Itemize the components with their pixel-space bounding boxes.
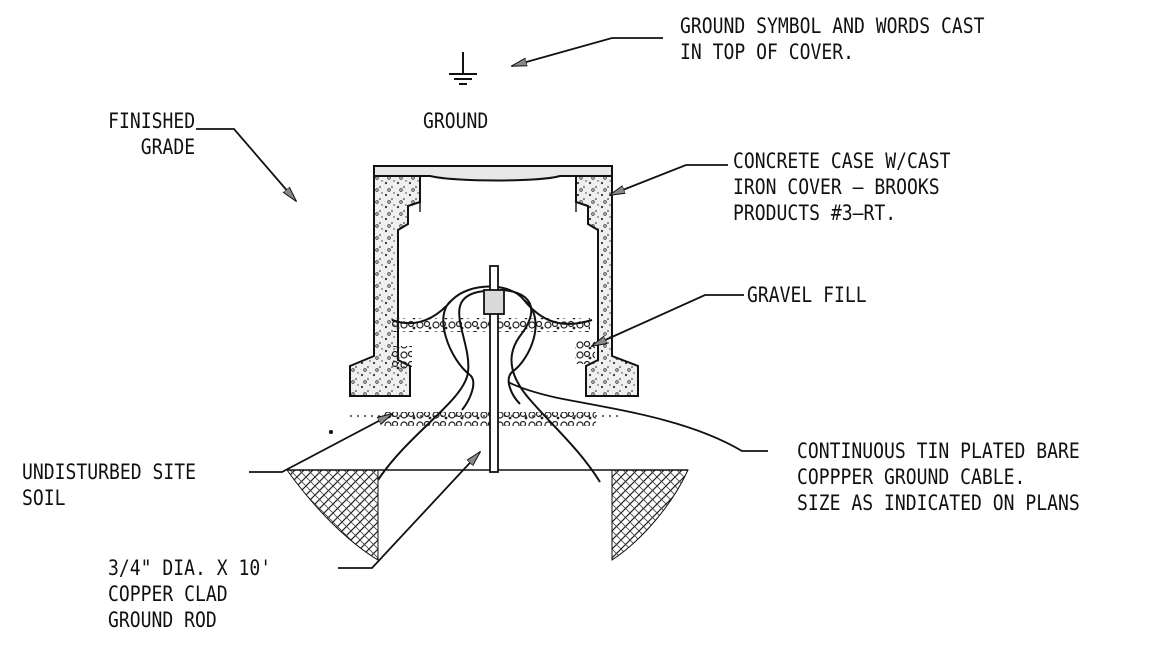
label-finished-grade-line2: GRADE xyxy=(140,135,195,159)
label-ground-rod-line1: 3/4" DIA. X 10' xyxy=(108,556,272,580)
label-finished-grade-line1: FINISHED xyxy=(108,109,195,133)
label-concrete-case-line3: PRODUCTS #3–RT. xyxy=(733,201,897,225)
leader-concrete-case xyxy=(610,164,728,195)
leader-lines xyxy=(196,37,768,569)
label-ground-symbol-line1: GROUND SYMBOL AND WORDS CAST xyxy=(680,14,985,38)
label-copper-cable-line3: SIZE AS INDICATED ON PLANS xyxy=(797,491,1080,515)
label-copper-cable-line2: COPPPER GROUND CABLE. xyxy=(797,465,1026,489)
soil-dot xyxy=(329,430,333,434)
leader-undisturbed-soil xyxy=(249,414,392,473)
leader-ground-symbol xyxy=(512,37,663,67)
label-ground-rod-line3: GROUND ROD xyxy=(108,608,217,632)
leader-ground-rod xyxy=(338,452,480,569)
label-undisturbed-soil-line2: SOIL xyxy=(22,486,66,510)
label-ground-rod-line2: COPPER CLAD xyxy=(108,582,228,606)
label-ground-symbol: GROUND SYMBOL AND WORDS CAST IN TOP OF C… xyxy=(680,13,984,65)
label-copper-cable: CONTINUOUS TIN PLATED BARE COPPPER GROUN… xyxy=(797,438,1080,516)
finished-grade-earth xyxy=(286,469,689,561)
leader-copper-cable xyxy=(507,381,768,452)
ground-icon xyxy=(449,52,477,85)
ground-rod xyxy=(483,265,505,473)
leader-gravel-fill xyxy=(592,294,744,346)
label-concrete-case-line2: IRON COVER – BROOKS xyxy=(733,175,940,199)
label-copper-cable-line1: CONTINUOUS TIN PLATED BARE xyxy=(797,439,1080,463)
label-undisturbed-soil: UNDISTURBED SITE SOIL xyxy=(22,459,196,511)
label-ground-symbol-line2: IN TOP OF COVER. xyxy=(680,40,854,64)
label-concrete-case: CONCRETE CASE W/CAST IRON COVER – BROOKS… xyxy=(733,148,950,226)
label-gravel-fill: GRAVEL FILL xyxy=(747,283,867,307)
label-concrete-case-line1: CONCRETE CASE W/CAST xyxy=(733,149,951,173)
label-ground-rod: 3/4" DIA. X 10' COPPER CLAD GROUND ROD xyxy=(108,555,271,633)
leader-finished-grade xyxy=(196,128,296,201)
concrete-case xyxy=(349,165,639,397)
label-ground-word: GROUND xyxy=(423,109,489,133)
label-undisturbed-soil-line1: UNDISTURBED SITE xyxy=(22,460,196,484)
label-finished-grade: FINISHED GRADE xyxy=(108,108,195,160)
copper-ground-cable xyxy=(377,288,601,483)
